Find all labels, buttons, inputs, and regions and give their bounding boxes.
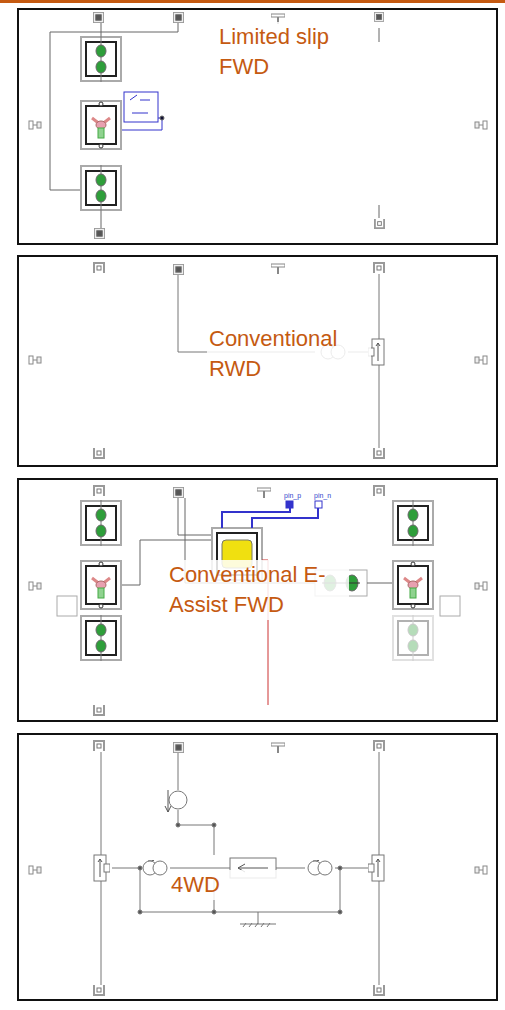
pin-name: pin_n [314,492,331,500]
model-panel: Limited slip FWD [17,8,498,245]
model-panel: Conventional E-Assist FWD [17,478,498,722]
model-panel: Conventional RWD [17,255,498,467]
panel-title: Conventional RWD [207,324,371,384]
panel-title: 4WD [169,870,293,900]
conventional-rwd-model [29,263,487,458]
panel-title: Limited slip FWD [217,22,371,82]
model-panel: 4WD [17,733,498,1001]
panel-title: Conventional E-Assist FWD [167,560,349,620]
pin-name: pin_p [284,492,301,500]
e-assist-fwd-model [29,486,487,715]
4wd-model [29,741,487,995]
limited-slip-fwd-model [29,12,487,238]
